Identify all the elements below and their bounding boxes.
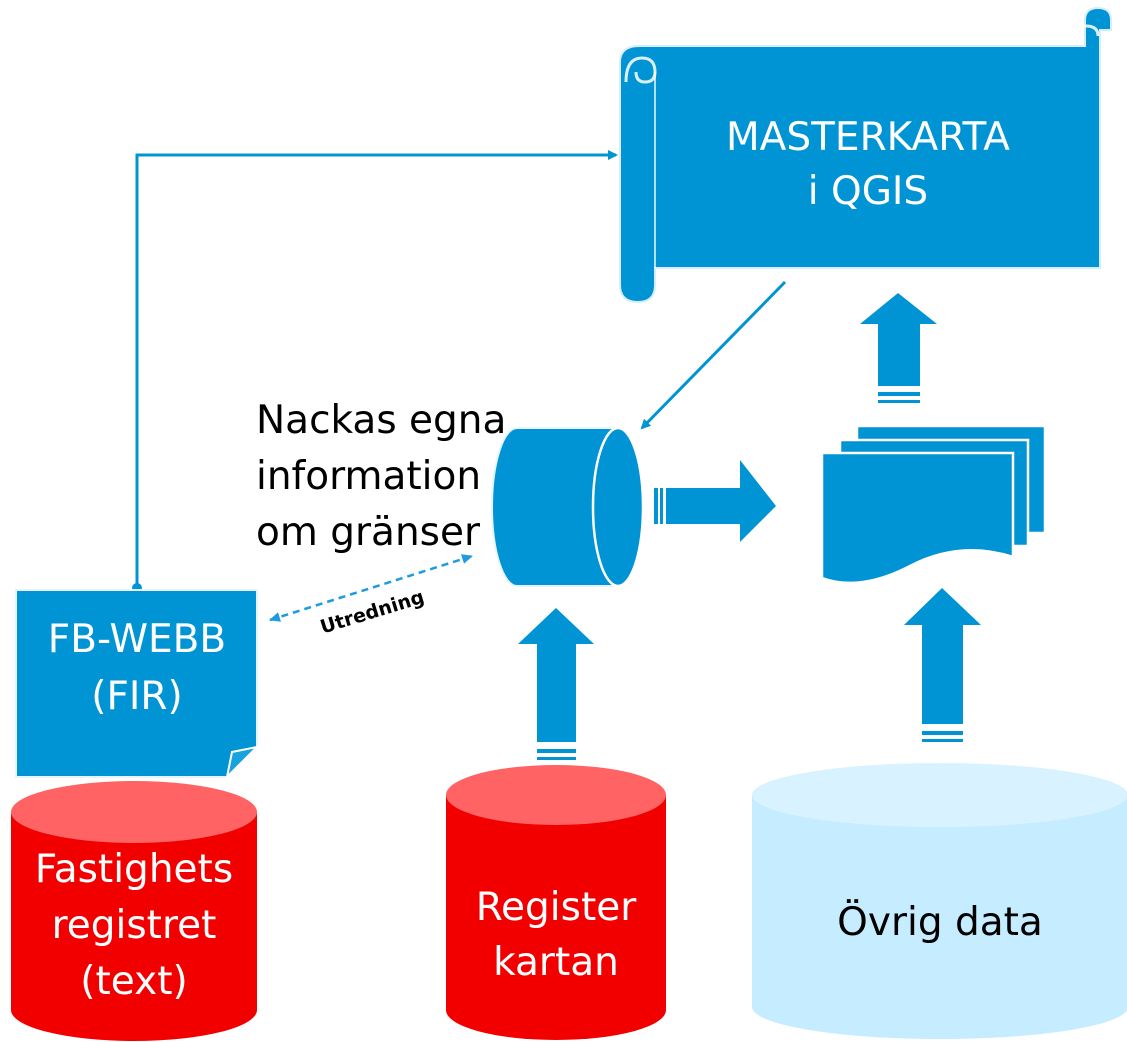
- arrow-documents-to-masterkarta: [860, 293, 937, 403]
- registerkartan-label-line2: kartan: [493, 940, 619, 985]
- fbwebb-label-line1: FB-WEBB: [48, 617, 226, 662]
- nacka-label-line1: Nackas egna: [256, 398, 506, 443]
- arrow-ovrig-to-documents: [904, 588, 981, 742]
- arrow-nacka-to-documents: [654, 460, 776, 542]
- documents-stack: [820, 424, 1047, 585]
- ovrig-label: Övrig data: [837, 899, 1043, 945]
- connector-fbwebb-to-masterkarta: [135, 150, 618, 588]
- nacka-label-line3: om gränser: [256, 510, 481, 555]
- nacka-cylinder: [491, 426, 645, 588]
- utredning-label: Utredning: [318, 586, 427, 638]
- fastighetsregistret-label-line2: registret: [52, 903, 217, 948]
- masterkarta-scroll: MASTERKARTA i QGIS: [619, 6, 1112, 304]
- masterkarta-label-line1: MASTERKARTA: [726, 115, 1010, 160]
- registerkartan-database: Register kartan: [446, 765, 666, 1040]
- arrow-registerkartan-to-nacka: [518, 608, 594, 760]
- registerkartan-label-line1: Register: [476, 885, 638, 930]
- nacka-label-line2: information: [256, 454, 481, 499]
- fastighetsregistret-label-line3: (text): [80, 959, 187, 1004]
- fbwebb-label-line2: (FIR): [91, 674, 182, 719]
- connector-masterkarta-to-nacka: [640, 280, 787, 430]
- fbwebb-note: FB-WEBB (FIR): [15, 589, 261, 781]
- fastighetsregistret-database: Fastighets registret (text): [11, 781, 257, 1041]
- ovrig-database: Övrig data: [752, 763, 1127, 1039]
- fastighetsregistret-label-line1: Fastighets: [35, 847, 233, 892]
- masterkarta-label-line2: i QGIS: [808, 169, 928, 214]
